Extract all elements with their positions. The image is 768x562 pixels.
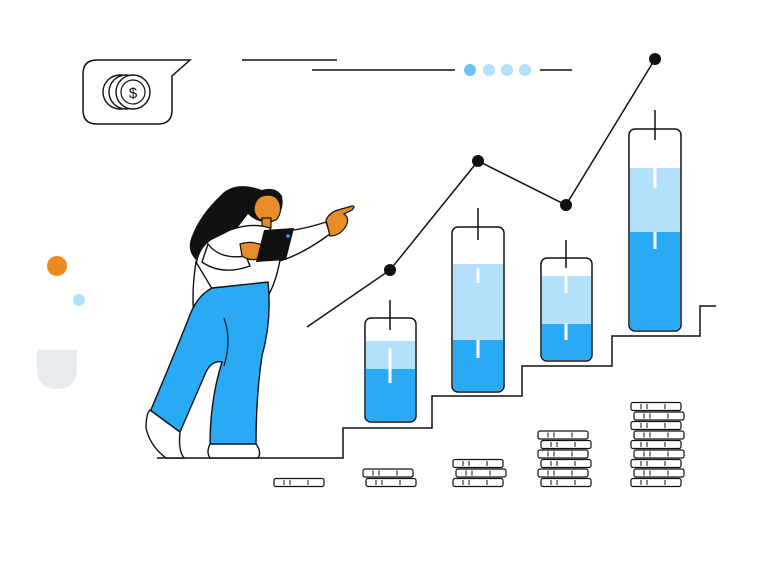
coin <box>540 477 592 488</box>
shoe-left <box>145 409 186 459</box>
coin <box>633 430 685 440</box>
coin <box>273 477 325 488</box>
coin <box>537 430 589 440</box>
coin <box>540 439 592 450</box>
candle-1 <box>364 300 417 423</box>
light-blue-dot <box>73 294 85 306</box>
shoe-right <box>207 443 261 459</box>
staircase-line <box>157 305 716 459</box>
pants <box>149 281 270 447</box>
progress-dot <box>483 64 495 76</box>
progress-dot <box>464 64 476 76</box>
coin <box>452 477 504 488</box>
coin <box>365 477 417 488</box>
coin <box>630 458 682 469</box>
pointing-hand-icon <box>325 205 355 237</box>
coin <box>630 477 682 488</box>
coin <box>633 449 685 459</box>
coin-stacks <box>273 401 685 488</box>
orange-dot <box>47 256 67 276</box>
face <box>253 194 282 223</box>
candle-4 <box>628 110 682 332</box>
candle-2 <box>451 208 505 393</box>
top-decoration <box>242 59 572 76</box>
speech-bubble: $ <box>82 59 192 125</box>
left-arm <box>201 242 251 271</box>
coin <box>362 468 414 478</box>
coin <box>537 468 589 478</box>
coin <box>633 468 685 478</box>
candle-3 <box>540 240 593 362</box>
coin <box>633 411 685 421</box>
progress-dot <box>501 64 513 76</box>
progress-dot <box>519 64 531 76</box>
coin <box>630 401 682 412</box>
coin <box>452 458 504 469</box>
coin <box>630 420 682 431</box>
tablet-icon <box>256 228 294 262</box>
dollar-coin-icon: $ <box>102 74 151 110</box>
trend-line <box>306 53 661 328</box>
coin <box>540 458 592 469</box>
gray-drop-shape <box>37 350 77 389</box>
coin <box>537 449 589 459</box>
trend-point <box>472 155 484 167</box>
trend-point <box>384 264 396 276</box>
coin <box>455 468 507 478</box>
trend-point <box>649 53 661 65</box>
trend-point <box>560 199 572 211</box>
woman-figure <box>145 186 355 459</box>
coin <box>630 439 682 450</box>
dollar-sign: $ <box>129 85 138 102</box>
